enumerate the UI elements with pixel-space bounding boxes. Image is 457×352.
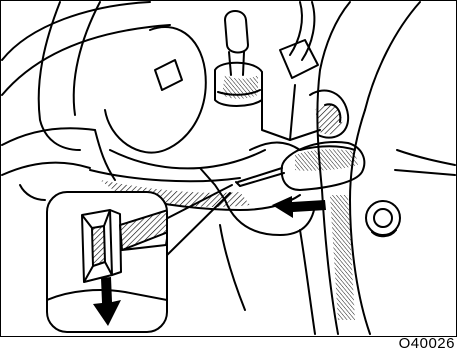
figure-code: O40026 xyxy=(399,335,455,352)
steering-wheel xyxy=(2,2,170,200)
line-drawing xyxy=(0,0,457,336)
arrow-left-icon xyxy=(272,196,326,218)
wiring xyxy=(250,2,320,150)
